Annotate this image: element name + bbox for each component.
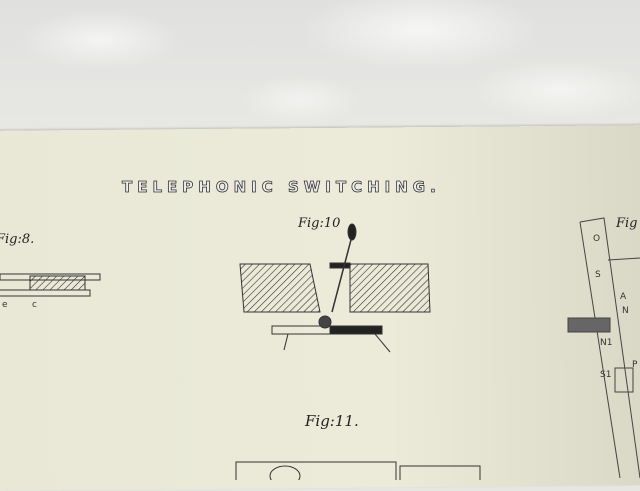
fig8-letter-e: e [2, 300, 8, 310]
fig-right-label: Fig [616, 216, 638, 231]
drawing-title: TELEPHONIC SWITCHING. [122, 178, 441, 197]
label-O: O [593, 234, 601, 244]
technical-drawings [0, 217, 640, 480]
label-P: P [632, 360, 638, 370]
fig11-label: Fig:11. [305, 412, 359, 430]
fig10-label: Fig:10 [298, 216, 341, 231]
right-switch-drawing [567, 217, 640, 479]
label-S1: S1 [600, 370, 612, 380]
label-S: S [595, 270, 601, 280]
fig8-letter-c: c [32, 300, 37, 310]
textured-wall-background [0, 0, 640, 140]
fig8-drawing [0, 273, 101, 297]
fig8-label: Fig:8. [0, 232, 35, 247]
label-N: N [622, 306, 629, 316]
fig10-drawing [239, 223, 431, 353]
fig11-drawing [235, 461, 481, 480]
label-A: A [620, 292, 627, 302]
label-N1: N1 [600, 338, 613, 348]
